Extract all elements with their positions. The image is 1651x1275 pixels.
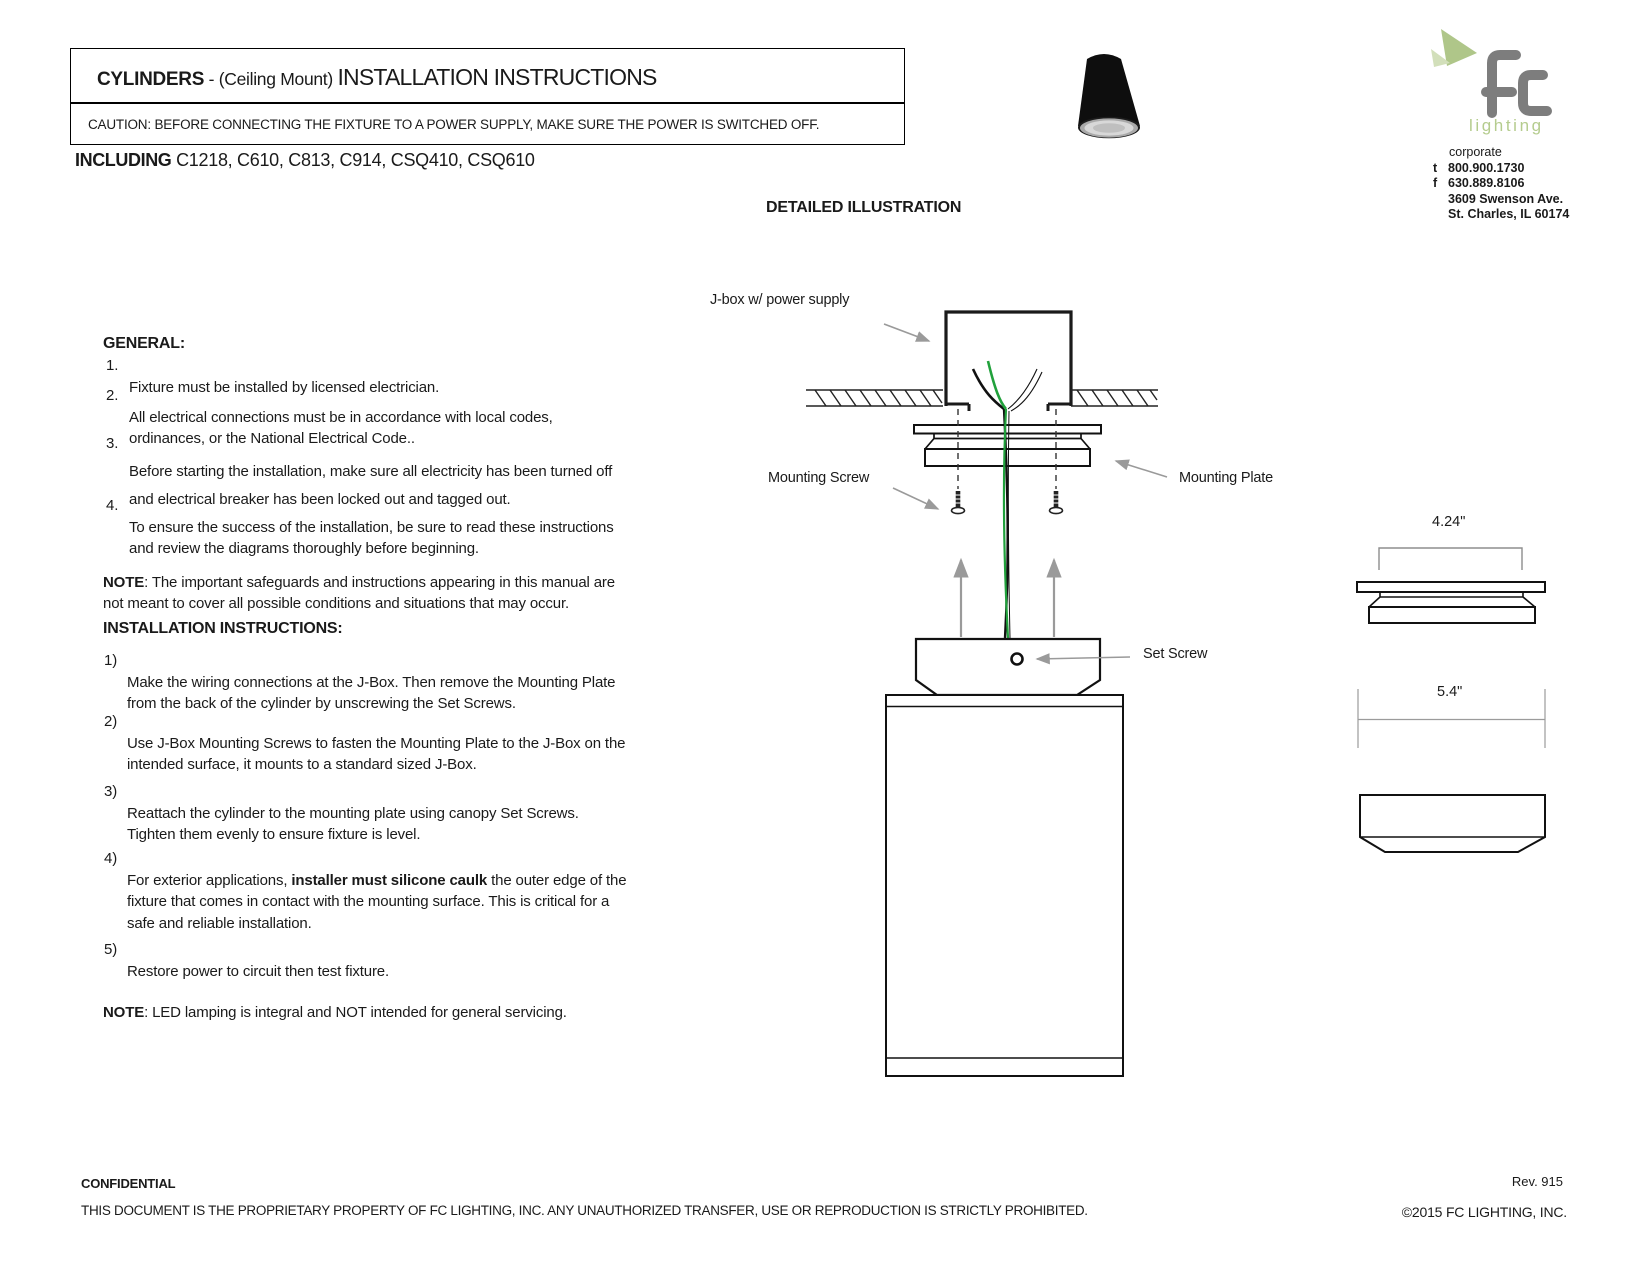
logo-lighting-word: lighting (1469, 116, 1544, 135)
general-note: NOTE: The important safeguards and instr… (103, 550, 703, 615)
revision-label: Rev. 915 (1511, 1174, 1563, 1189)
general-item-1: 1. Fixture must be installed by licensed … (106, 355, 729, 398)
general-item-3: 3. Before starting the installation, make… (106, 430, 729, 514)
label-set-screw: Set Screw (1143, 646, 1208, 662)
instruction-item-3: 3) Reattach the cylinder to the mounting … (104, 781, 727, 846)
item-number: 2. (106, 387, 119, 404)
contact-phone-value: 800.900.1730 (1448, 161, 1525, 175)
callout-arrow-icon (883, 323, 1168, 665)
alignment-dashed-lines (957, 409, 1057, 489)
general-heading: GENERAL: (103, 335, 185, 352)
canopy-drawing (914, 637, 1102, 697)
label-jbox: J-box w/ power supply (710, 292, 850, 308)
instruction-item-4: 4) For exterior applications, installer m… (104, 848, 727, 934)
general-item-4: 4. To ensure the success of the installat… (106, 495, 729, 560)
item-text: Restore power to circuit then test fixtu… (127, 962, 389, 980)
note-text: : LED lamping is integral and NOT intend… (144, 1003, 567, 1021)
including-label: INCLUDING (75, 150, 172, 170)
instructions-heading: INSTALLATION INSTRUCTIONS: (103, 620, 343, 637)
plate-profile-drawing (1356, 547, 1546, 624)
contact-phone-label: t (1433, 161, 1438, 175)
instructions-note: NOTE: LED lamping is integral and NOT in… (103, 980, 703, 1023)
contact-address-line1: 3609 Swenson Ave. (1448, 192, 1564, 206)
item-number: 4) (104, 850, 118, 867)
caution-box: CAUTION: BEFORE CONNECTING THE FIXTURE T… (70, 102, 905, 146)
ceiling-drawing (806, 389, 1158, 407)
instruction-item-5: 5) Restore power to circuit then test fix… (104, 939, 727, 982)
doc-title-main: INSTALLATION INSTRUCTIONS (337, 64, 657, 90)
mounting-screws-drawing (950, 491, 1064, 515)
note-label: NOTE (103, 573, 145, 591)
contact-address-line2: St. Charles, IL 60174 (1448, 207, 1570, 221)
item-number: 3. (106, 435, 119, 452)
item-text: All electrical connections must be in ac… (129, 408, 553, 448)
canopy-profile-drawing (1357, 689, 1546, 853)
item-number: 3) (104, 783, 118, 800)
label-mounting-screw: Mounting Screw (768, 470, 870, 486)
item-text: To ensure the success of the installatio… (129, 518, 614, 558)
including-model-list: C1218, C610, C813, C914, CSQ410, CSQ610 (171, 150, 535, 170)
jbox-drawing (944, 310, 1073, 411)
caution-text: CAUTION: BEFORE CONNECTING THE FIXTURE T… (88, 117, 820, 133)
contact-fax-value: 630.889.8106 (1448, 176, 1525, 190)
wires-drawing (971, 360, 1043, 639)
item-number: 2) (104, 713, 118, 730)
mounting-plate-drawing (913, 424, 1102, 467)
item-text-pre: For exterior applications, (127, 871, 292, 889)
item-text: Reattach the cylinder to the mounting pl… (127, 804, 579, 844)
product-photo-cylinder-icon (1078, 54, 1140, 139)
doc-title-product: CYLINDERS (97, 69, 205, 90)
note-label: NOTE (103, 1003, 145, 1021)
item-text: Make the wiring connections at the J-Box… (127, 673, 616, 713)
fc-logo-icon (1431, 29, 1552, 118)
contact-fax-label: f (1433, 176, 1438, 190)
item-text-post: the outer edge of the fixture that comes… (127, 871, 627, 932)
contact-corporate: corporate (1449, 145, 1502, 159)
cylinder-drawing (885, 694, 1124, 1077)
item-text: Use J-Box Mounting Screws to fasten the … (127, 734, 626, 774)
item-text-bold: installer must silicone caulk (291, 871, 488, 889)
copyright-label: ©2015 FC LIGHTING, INC. (1401, 1204, 1567, 1220)
dimension-canopy-width: 5.4" (1437, 684, 1463, 700)
item-text: Fixture must be installed by licensed el… (129, 378, 440, 396)
up-arrow-icon (953, 557, 1062, 637)
dimension-plate-width: 4.24" (1432, 514, 1466, 530)
instruction-item-2: 2) Use J-Box Mounting Screws to fasten th… (104, 711, 727, 776)
title-box: CYLINDERS - (Ceiling Mount) INSTALLATION… (70, 48, 905, 104)
item-number: 5) (104, 941, 118, 958)
item-number: 1) (104, 652, 118, 669)
label-mounting-plate: Mounting Plate (1179, 470, 1273, 486)
proprietary-notice: THIS DOCUMENT IS THE PROPRIETARY PROPERT… (81, 1203, 1088, 1218)
item-number: 1. (106, 357, 119, 374)
including-models: INCLUDING C1218, C610, C813, C914, CSQ41… (75, 150, 535, 171)
item-text: Before starting the installation, make s… (129, 463, 613, 508)
instruction-item-1: 1) Make the wiring connections at the J-B… (104, 650, 727, 715)
item-number: 4. (106, 497, 119, 514)
illustration-heading: DETAILED ILLUSTRATION (766, 199, 962, 216)
confidential-label: CONFIDENTIAL (81, 1176, 176, 1191)
note-text: : The important safeguards and instructi… (103, 573, 615, 613)
doc-title-mount: - (Ceiling Mount) (204, 69, 338, 89)
general-item-2: 2. All electrical connections must be in … (106, 385, 729, 450)
